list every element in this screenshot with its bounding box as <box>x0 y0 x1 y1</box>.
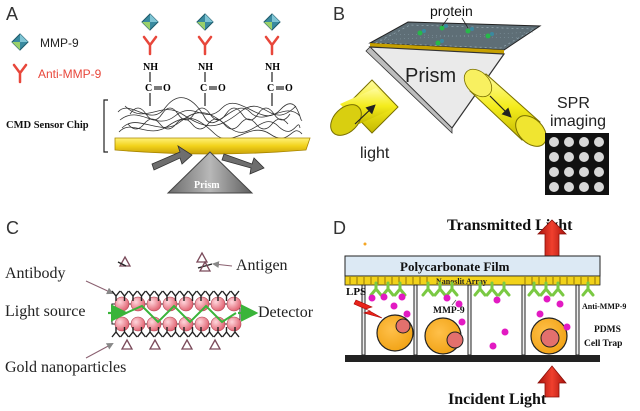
incoming-light-arrow-a <box>151 145 193 171</box>
linker-c: C <box>200 83 207 94</box>
prism-a-label: Prism <box>194 180 220 191</box>
spr-spot <box>549 182 559 192</box>
panel-c: C Antibody Antigen Light source Detector… <box>5 218 314 376</box>
antibody-label: Antibody <box>5 265 65 282</box>
anti-mmp9-d-label: Anti-MMP-9 <box>582 302 626 311</box>
chip-bracket <box>103 99 108 153</box>
spr-spot <box>579 152 589 162</box>
lps-label: LPS <box>346 286 366 298</box>
transmitted-light-label: Transmitted Light <box>447 217 573 234</box>
spr-spot-grid <box>549 137 604 192</box>
mmp9-molecules <box>368 293 571 350</box>
panel-a: A MMP-9 Anti-MMP-9 NH C O NH C O <box>6 4 311 194</box>
cell-trap-label: Cell Trap <box>584 339 622 349</box>
cell-1 <box>376 314 414 352</box>
spr-spot <box>594 182 604 192</box>
film-label: Polycarbonate Film <box>400 259 510 274</box>
lps-bolt-icon <box>353 299 383 319</box>
spr-label-line2: imaging <box>550 113 606 130</box>
linker-o: O <box>163 83 171 94</box>
gold-nanoparticle <box>194 316 210 332</box>
spr-spot <box>564 152 574 162</box>
spr-spot <box>564 167 574 177</box>
spr-spot <box>594 152 604 162</box>
gold-nanoparticle <box>226 316 242 332</box>
gold-layer <box>114 137 311 155</box>
mmp9-antibody-stack-1: NH C O <box>141 13 171 106</box>
cell-2 <box>424 317 464 355</box>
panel-b: B protein Prism light <box>330 3 609 195</box>
bottom-substrate <box>345 355 600 362</box>
gold-film-b <box>370 43 504 54</box>
linker-o: O <box>285 83 293 94</box>
linker-nh: NH <box>265 62 280 73</box>
linker-o: O <box>218 83 226 94</box>
cell-3 <box>530 317 568 355</box>
spr-spot <box>549 167 559 177</box>
outgoing-light-beam <box>463 68 547 147</box>
spr-spot <box>594 137 604 147</box>
mmp9-legend-icon <box>11 33 29 51</box>
linker-nh: NH <box>143 62 158 73</box>
antigens-below <box>121 339 221 350</box>
prism-a <box>166 151 254 194</box>
legend-mmp9-label: MMP-9 <box>40 36 79 50</box>
protein-label: protein <box>430 3 473 19</box>
gold-nanoparticle-array <box>114 296 242 332</box>
panel-c-letter: C <box>6 218 19 238</box>
spr-spot <box>594 167 604 177</box>
antigen-label: Antigen <box>236 257 288 274</box>
spr-spot <box>564 182 574 192</box>
cmd-chip-label: CMD Sensor Chip <box>6 120 89 131</box>
light-label: light <box>360 145 390 162</box>
gold-nanoparticle <box>114 296 130 312</box>
incident-light-arrow <box>537 365 567 398</box>
light-source-label: Light source <box>5 303 85 320</box>
gold-nanoparticle <box>178 296 194 312</box>
panel-d-letter: D <box>333 218 346 238</box>
nanoslit-label: Nanoslit Array <box>436 277 487 286</box>
mmp9-d-label: MMP-9 <box>433 306 465 316</box>
prism-b-label: Prism <box>405 65 456 87</box>
anti-mmp9-legend-icon <box>12 63 28 84</box>
gold-nanoparticle <box>226 296 242 312</box>
light-path-zigzag <box>125 304 237 324</box>
gold-nanoparticle <box>114 316 130 332</box>
transmitted-light-arrow <box>537 219 567 261</box>
incident-light-label: Incident Light <box>448 391 547 408</box>
spr-spot <box>549 152 559 162</box>
detector-label: Detector <box>258 304 314 321</box>
panel-b-letter: B <box>333 4 345 24</box>
gold-nanoparticles-label: Gold nanoparticles <box>5 359 126 376</box>
linker-c: C <box>267 83 274 94</box>
panel-d: D Transmitted Light Polycarbonate Film N… <box>333 217 626 408</box>
spr-spot <box>579 137 589 147</box>
spr-spot <box>579 182 589 192</box>
mmp9-antibody-stack-3: NH C O <box>263 13 293 106</box>
spr-spot <box>579 167 589 177</box>
linker-c: C <box>145 83 152 94</box>
panel-a-letter: A <box>6 4 18 24</box>
cmd-dextran-layer <box>117 97 303 140</box>
incoming-light-beam <box>330 79 399 136</box>
spr-spot <box>564 137 574 147</box>
outgoing-light-arrow-a <box>221 153 265 175</box>
nanoslit-slits <box>349 277 596 284</box>
pdms-label: PDMS <box>594 325 621 335</box>
protein-molecules <box>417 24 494 46</box>
spr-spot <box>549 137 559 147</box>
legend-anti-label: Anti-MMP-9 <box>38 67 102 81</box>
spr-label-line1: SPR <box>557 95 590 112</box>
free-antigens <box>117 252 213 272</box>
mmp9-antibody-stack-2: NH C O <box>196 13 226 106</box>
linker-nh: NH <box>198 62 213 73</box>
nanoslit-array <box>344 275 601 286</box>
